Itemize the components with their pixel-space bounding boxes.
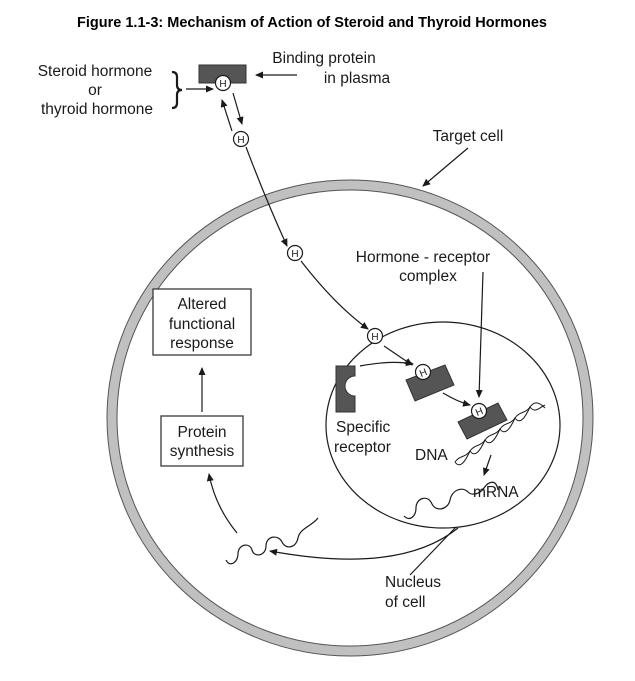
nucleus: [325, 321, 561, 529]
hormone-nucleus-entry-arrow: [300, 260, 369, 330]
hormone-receptor-complex-1: H: [405, 363, 455, 402]
of-cell-label: of cell: [385, 594, 426, 611]
response-label: response: [170, 335, 234, 352]
functional-label: functional: [169, 316, 235, 333]
dissociation-arrow: [232, 92, 244, 125]
protein-label: Protein: [177, 424, 226, 441]
hormone-free: H: [232, 130, 250, 148]
nucleus-pointer-line: [409, 526, 457, 576]
hormone-cytoplasm: H: [286, 244, 304, 262]
svg-text:H: H: [219, 79, 226, 90]
hormone-cell-entry-arrow: [245, 146, 288, 247]
complex-label: complex: [399, 268, 457, 285]
dna-helix: [454, 402, 546, 466]
hormone-nucleus: H: [366, 327, 384, 345]
complex-to-dna-arrow: [442, 392, 471, 407]
svg-text:H: H: [474, 406, 485, 419]
thyroid-hormone-label: thyroid hormone: [41, 101, 153, 118]
binding-protein-label: Binding protein: [272, 50, 375, 67]
mrna-cytoplasm: [225, 517, 319, 565]
receptor-label: receptor: [334, 439, 391, 456]
mrna-nucleus: [403, 481, 499, 520]
or-label: or: [88, 82, 102, 99]
mrna-label: mRNA: [473, 484, 519, 501]
svg-text:H: H: [371, 332, 378, 343]
figure-title: Figure 1.1-3: Mechanism of Action of Ste…: [77, 15, 547, 31]
transcription-arrow: [483, 454, 492, 476]
target-cell-arrow: [422, 147, 469, 187]
hormone-receptor-label: Hormone - receptor: [356, 249, 490, 266]
altered-label: Altered: [177, 296, 226, 313]
translation-arrow: [206, 473, 238, 534]
association-arrow: [220, 99, 233, 132]
protein-synthesis-box: [160, 415, 244, 467]
specific-receptor-label: Specific: [336, 419, 391, 436]
svg-text:H: H: [291, 249, 298, 260]
steroid-hormone-label: Steroid hormone: [38, 63, 153, 80]
mrna-export-arrow: [269, 527, 459, 560]
in-plasma-label: in plasma: [324, 70, 391, 87]
curly-brace: [171, 70, 183, 110]
specific-receptor: [335, 365, 356, 413]
target-cell-label: Target cell: [433, 128, 504, 145]
svg-text:H: H: [418, 367, 429, 380]
synthesis-label: synthesis: [170, 443, 235, 460]
svg-text:H: H: [237, 135, 244, 146]
hormone-bound: H: [214, 74, 232, 92]
altered-response-box: [152, 288, 252, 356]
hormone-to-receptor-arrow: [383, 345, 413, 366]
hormone-receptor-complex-2: H: [457, 402, 508, 440]
complex-pointer-arrow: [475, 271, 484, 398]
nucleus-label: Nucleus: [385, 574, 441, 591]
dna-label: DNA: [415, 447, 448, 464]
